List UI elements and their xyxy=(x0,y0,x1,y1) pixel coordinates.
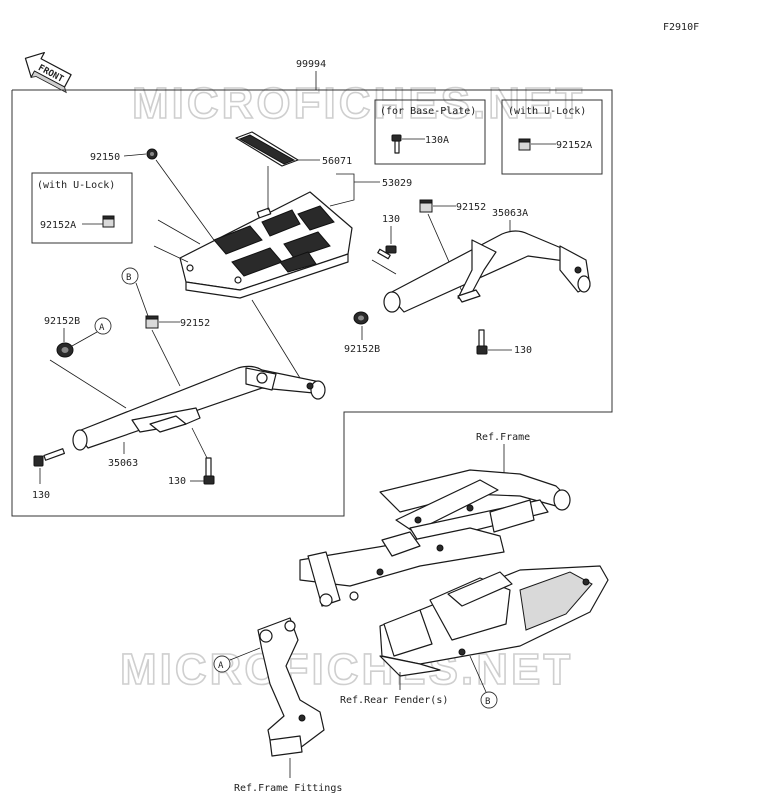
label-130-center: 130 xyxy=(168,476,186,487)
spacer-92152A-left-icon xyxy=(102,215,115,228)
box-with-u-lock-right-title: (with U-Lock) xyxy=(508,106,586,117)
bolt-130-upper-icon xyxy=(377,245,397,260)
bolt-130-right-icon xyxy=(476,329,488,355)
assembly-outline xyxy=(11,89,613,517)
label-130-left: 130 xyxy=(32,490,50,501)
label-92152B-right: 92152B xyxy=(344,344,380,355)
bracket-35063 xyxy=(72,365,326,451)
frame-fittings xyxy=(257,617,325,757)
base-plate-53029 xyxy=(179,191,353,299)
label-92152-top: 92152 xyxy=(456,202,486,213)
label-strip-56071 xyxy=(235,131,299,167)
front-arrow-icon: FRONT xyxy=(24,51,72,94)
label-92152B-left: 92152B xyxy=(44,316,80,327)
ref-rear-fender-label: Ref.Rear Fender(s) xyxy=(340,695,448,706)
label-35063A: 35063A xyxy=(492,208,528,219)
bolt-130-center-icon xyxy=(203,457,215,485)
screw-92150-icon xyxy=(146,148,158,160)
washer-92152B-right-icon xyxy=(353,311,369,325)
box-with-u-lock-right: (with U-Lock) 92152A xyxy=(501,99,603,175)
bolt-130-left-icon xyxy=(33,448,66,467)
box-for-base-plate: (for Base-Plate) 130A xyxy=(374,99,486,165)
washer-92152B-left-icon xyxy=(56,342,74,358)
spacer-92152-left-icon xyxy=(145,315,159,329)
callout-b-lower xyxy=(480,691,498,709)
callout-b-upper xyxy=(121,267,139,285)
label-92152A-right: 92152A xyxy=(556,140,592,151)
label-130-upper: 130 xyxy=(382,214,400,225)
ref-frame-label: Ref.Frame xyxy=(476,432,530,443)
rear-fender xyxy=(379,565,609,677)
callout-b-lower-label: B xyxy=(485,697,490,707)
callout-a-lower-label: A xyxy=(218,661,224,671)
label-56071: 56071 xyxy=(322,156,352,167)
label-92152A-left: 92152A xyxy=(40,220,76,231)
label-92152-left: 92152 xyxy=(180,318,210,329)
bolt-130A-icon xyxy=(391,134,402,154)
callout-a-upper-label: A xyxy=(99,323,105,333)
callout-a-upper xyxy=(94,317,112,335)
label-92150: 92150 xyxy=(90,152,120,163)
callout-a-lower xyxy=(213,655,231,673)
rear-frame xyxy=(299,469,571,607)
box-for-base-plate-title: (for Base-Plate) xyxy=(380,106,476,117)
label-130-right: 130 xyxy=(514,345,532,356)
label-130A: 130A xyxy=(425,135,449,146)
spacer-92152A-icon xyxy=(518,138,531,151)
watermark-top: MICROFICHES.NET xyxy=(132,79,585,128)
bracket-35063A xyxy=(383,230,591,313)
box-with-u-lock-left: (with U-Lock) 92152A xyxy=(31,172,133,244)
callout-b-upper-label: B xyxy=(126,273,131,283)
assembly-number: 99994 xyxy=(296,59,326,70)
box-with-u-lock-left-title: (with U-Lock) xyxy=(37,180,115,191)
watermark-bottom: MICROFICHES.NET xyxy=(120,645,573,694)
figure-code: F2910F xyxy=(663,22,699,33)
label-35063: 35063 xyxy=(108,458,138,469)
ref-frame-fittings-label: Ref.Frame Fittings xyxy=(234,783,342,794)
label-53029: 53029 xyxy=(382,178,412,189)
spacer-92152-top-icon xyxy=(419,199,433,213)
